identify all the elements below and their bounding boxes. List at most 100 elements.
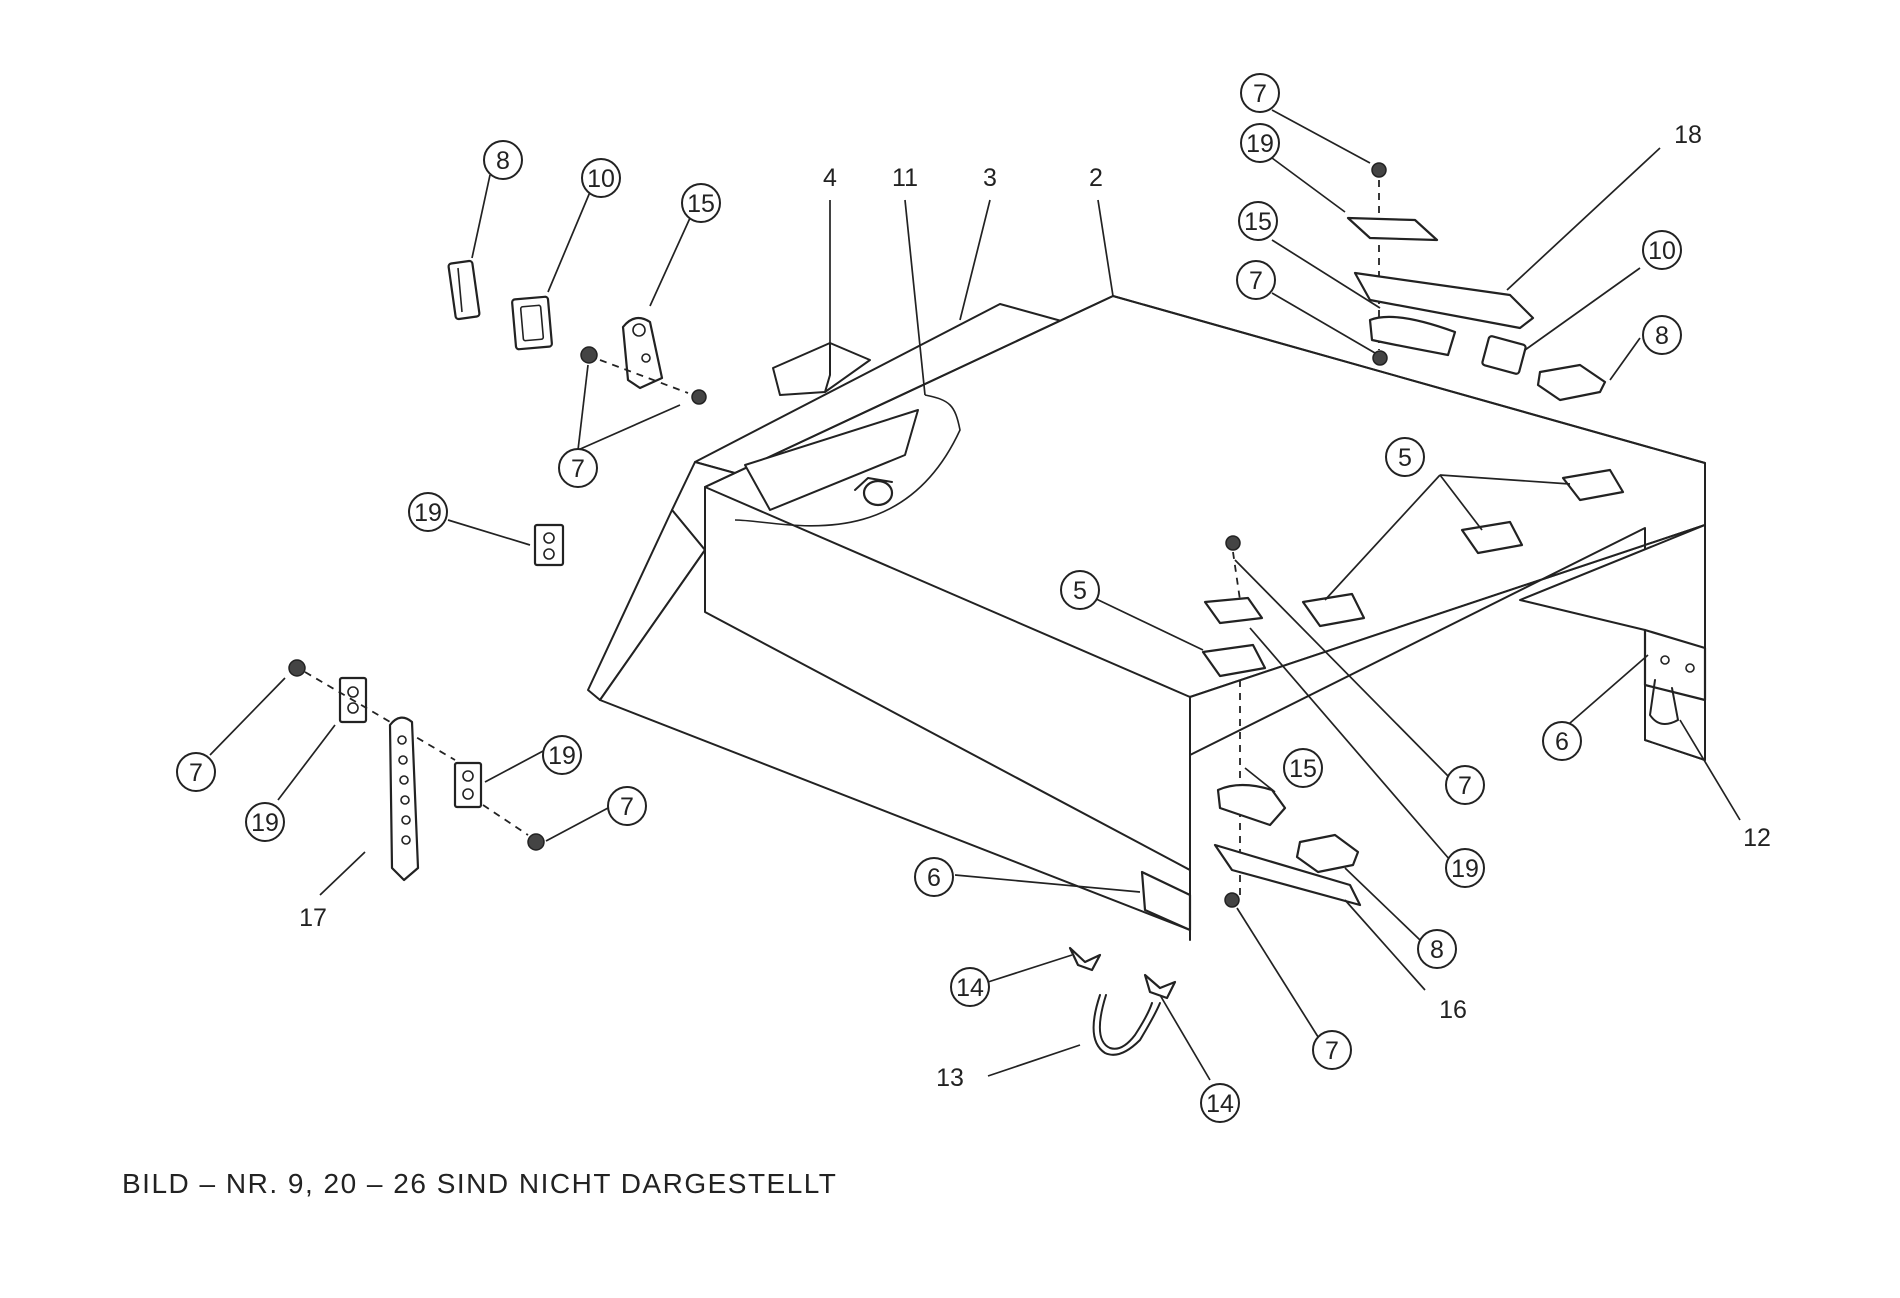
cover-knob <box>862 479 894 507</box>
deck-plate <box>1301 592 1366 628</box>
deck-plate <box>1201 643 1267 678</box>
cover-plate <box>744 409 919 511</box>
callout-7: 7 <box>558 448 598 488</box>
clip-14 <box>1143 973 1177 1000</box>
seal-ring <box>511 295 553 351</box>
callout-7: 7 <box>1240 73 1280 113</box>
callout-5: 5 <box>1060 570 1100 610</box>
callout-19: 19 <box>1240 123 1280 163</box>
callout-19: 19 <box>542 735 582 775</box>
callout-label: 5 <box>1073 577 1087 605</box>
label-13: 13 <box>936 1064 964 1092</box>
callout-15: 15 <box>681 183 721 223</box>
callout-label: 6 <box>1555 728 1569 756</box>
callout-label: 14 <box>1206 1090 1234 1118</box>
deck-plate <box>1460 520 1524 555</box>
callout-8: 8 <box>483 140 523 180</box>
callout-label: 7 <box>571 455 585 483</box>
label-12: 12 <box>1743 824 1771 852</box>
cable <box>1092 994 1161 1056</box>
mount-bracket <box>772 342 871 396</box>
callout-14: 14 <box>1200 1083 1240 1123</box>
screw <box>288 659 306 677</box>
callout-label: 8 <box>1430 936 1444 964</box>
callout-label: 19 <box>414 499 442 527</box>
screw <box>1225 535 1241 551</box>
callout-label: 10 <box>587 165 615 193</box>
callout-19: 19 <box>408 492 448 532</box>
u-bolt <box>1649 679 1679 725</box>
callouts: 8 10 15 7 19 7 19 19 7 7 19 15 7 10 8 5 … <box>176 73 1682 1123</box>
callout-label: 14 <box>956 974 984 1002</box>
callout-label: 19 <box>1451 855 1479 883</box>
deck-plate <box>1561 468 1625 502</box>
label-2: 2 <box>1089 164 1103 192</box>
screw <box>527 833 545 851</box>
callout-label: 7 <box>1253 80 1267 108</box>
shim-plate <box>453 761 483 809</box>
left-lower-parts <box>288 659 545 882</box>
main-housing <box>587 295 1706 941</box>
callout-14: 14 <box>950 967 990 1007</box>
callout-15: 15 <box>1283 748 1323 788</box>
label-18: 18 <box>1674 121 1702 149</box>
callout-label: 15 <box>1244 208 1272 236</box>
callout-label: 19 <box>548 742 576 770</box>
callout-6: 6 <box>1542 721 1582 761</box>
left-upper-parts <box>447 259 707 567</box>
screw <box>1224 892 1240 908</box>
callout-label: 7 <box>620 793 634 821</box>
leader-lines <box>209 109 1741 1081</box>
callout-label: 6 <box>927 864 941 892</box>
callout-label: 15 <box>1289 755 1317 783</box>
callout-7: 7 <box>1236 260 1276 300</box>
shim-plate <box>533 523 565 567</box>
clip-part <box>1536 363 1607 402</box>
label-11: 11 <box>892 164 918 192</box>
callout-label: 15 <box>687 190 715 218</box>
callout-19: 19 <box>1445 848 1485 888</box>
callout-label: 8 <box>496 147 510 175</box>
clip-part <box>1295 833 1360 874</box>
screw <box>691 389 707 405</box>
footnote-text: BILD – NR. 9, 20 – 26 SIND NICHT DARGEST… <box>122 1168 838 1199</box>
right-lower-hinge <box>1213 535 1362 908</box>
clip-14 <box>1068 946 1102 972</box>
clip-part <box>447 259 481 321</box>
seal-ring <box>1481 335 1527 375</box>
callout-label: 19 <box>251 809 279 837</box>
side-plate-left <box>1140 870 1192 932</box>
side-plate-right <box>1643 628 1707 702</box>
callout-6: 6 <box>914 857 954 897</box>
cable-assembly <box>1068 946 1177 1056</box>
callout-label: 7 <box>1325 1037 1339 1065</box>
callout-label: 8 <box>1655 322 1669 350</box>
deck-plates <box>1201 468 1625 678</box>
label-3: 3 <box>983 164 997 192</box>
callout-10: 10 <box>581 158 621 198</box>
screw <box>580 346 598 364</box>
deck-plate <box>1203 596 1264 625</box>
hinge-strip <box>1213 843 1362 907</box>
housing-right-wall <box>1519 524 1706 761</box>
callout-label: 7 <box>1458 772 1472 800</box>
right-upper-hinge <box>1346 162 1607 402</box>
callout-label: 7 <box>189 759 203 787</box>
callout-8: 8 <box>1417 929 1457 969</box>
callout-label: 7 <box>1249 267 1263 295</box>
plain-labels: 4 11 3 2 18 12 17 16 13 <box>299 121 1771 1092</box>
hinge-strip <box>1353 271 1535 330</box>
callout-label: 5 <box>1398 444 1412 472</box>
hinge-link <box>1368 315 1457 357</box>
callout-label: 10 <box>1648 237 1676 265</box>
label-16: 16 <box>1439 996 1467 1024</box>
screw <box>1371 162 1387 178</box>
callout-19: 19 <box>245 802 285 842</box>
callout-7: 7 <box>176 752 216 792</box>
cover-plate-outline <box>734 394 961 527</box>
callout-7: 7 <box>1312 1030 1352 1070</box>
hinge-link <box>621 316 664 390</box>
screw <box>1372 350 1388 366</box>
label-4: 4 <box>823 164 837 192</box>
